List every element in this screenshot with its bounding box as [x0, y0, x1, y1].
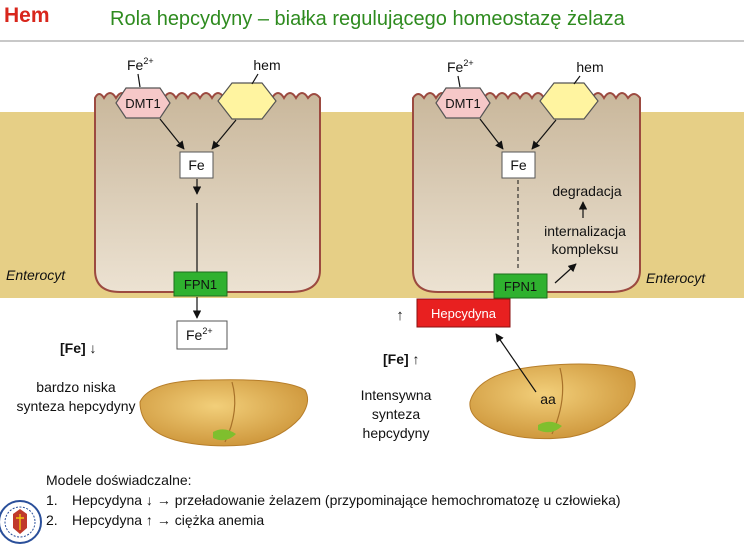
model-text: Hepcydyna ↓ → przeładowanie żelazem (prz… [72, 492, 621, 508]
model-item-2: 2. Hepcydyna ↑ → ciężka anemia [46, 510, 621, 530]
left-fpn1-label: FPN1 [184, 277, 217, 292]
left-fe-in-label: Fe2+ [127, 56, 154, 73]
right-dmt1-to-fe-arrow [479, 118, 504, 150]
right-dmt1-label: DMT1 [445, 96, 480, 111]
right-fe-level: [Fe] ↑ [383, 351, 420, 367]
left-dmt1-label: DMT1 [125, 96, 160, 111]
right-synthesis-line2: synteza [372, 406, 420, 422]
right-hepcidin-up-arrow: ↑ [396, 307, 404, 324]
section-tag: Hem [4, 4, 50, 27]
right-fe-in-arrow [457, 75, 461, 88]
university-seal-icon [0, 500, 42, 544]
left-dmt1-to-fe-arrow [159, 118, 185, 150]
right-fe-box-label: Fe [510, 157, 527, 173]
left-liver-illustration [139, 379, 309, 447]
right-heme-to-fe-arrow [531, 119, 557, 150]
left-fe-in-arrow [137, 73, 141, 88]
left-fe-box [179, 151, 214, 179]
left-hem-in-arrow [251, 73, 259, 85]
right-internalization-line1: internalizacja [544, 223, 626, 239]
model-text: Hepcydyna ↑ → ciężka anemia [72, 512, 265, 528]
left-dmt1-hexagon [115, 87, 171, 119]
title-divider [0, 40, 744, 42]
model-number: 2. [46, 512, 58, 528]
right-hepcidin-label: Hepcydyna [431, 306, 497, 321]
right-liver-illustration [469, 363, 636, 440]
model-number: 1. [46, 492, 58, 508]
left-fpn1-box [173, 271, 228, 297]
left-fe-level: [Fe] ↓ [60, 340, 97, 356]
right-degradation-label: degradacja [552, 183, 621, 199]
right-synthesis-line1: Intensywna [361, 387, 432, 403]
left-synthesis-line2: synteza hepcydyny [16, 398, 135, 414]
experimental-models: Modele doświadczalne: 1. Hepcydyna ↓ → pr… [46, 470, 621, 530]
left-heme-to-fe-arrow [211, 119, 237, 150]
right-fe-box [501, 151, 536, 179]
slide-title: Rola hepcydyny – białka regulującego hom… [110, 8, 625, 30]
right-hem-label: hem [576, 59, 603, 75]
right-enterocyte-label: Enterocyt [646, 270, 706, 286]
right-enterocyte: DMT1 Fe2+ hem Fe degradacja internalizac… [361, 58, 707, 441]
left-fe-out-box [176, 320, 228, 350]
models-heading: Modele doświadczalne: [46, 472, 192, 488]
left-fe-box-label: Fe [188, 157, 205, 173]
right-dmt1-hexagon [435, 87, 491, 119]
left-cell-body [94, 92, 321, 293]
right-hem-in-arrow [573, 75, 581, 85]
left-enterocyte-label: Enterocyt [6, 267, 66, 283]
right-hepcidin-box [416, 298, 511, 328]
model-item-1: 1. Hepcydyna ↓ → przeładowanie żelazem (p… [46, 490, 621, 510]
left-synthesis-line1: bardzo niska [36, 379, 116, 395]
right-aa-label: aa [540, 391, 556, 407]
left-enterocyte: DMT1 Fe2+ hem Fe FPN1 Fe2+ Enterocyt [Fe… [6, 56, 321, 447]
right-fpn1-box [493, 273, 548, 299]
right-fpn1-label: FPN1 [504, 279, 537, 294]
left-heme-hexagon [217, 82, 277, 120]
left-fe-out-label: Fe2+ [186, 326, 213, 343]
right-internalization-arrow [554, 263, 577, 284]
right-internalization-line2: kompleksu [552, 241, 619, 257]
right-aa-to-hepcidin-arrow [495, 333, 537, 393]
right-fe-in-label: Fe2+ [447, 58, 474, 75]
right-synthesis-line3: hepcydyny [363, 425, 430, 441]
right-heme-hexagon [539, 82, 599, 120]
left-hem-label: hem [253, 57, 280, 73]
